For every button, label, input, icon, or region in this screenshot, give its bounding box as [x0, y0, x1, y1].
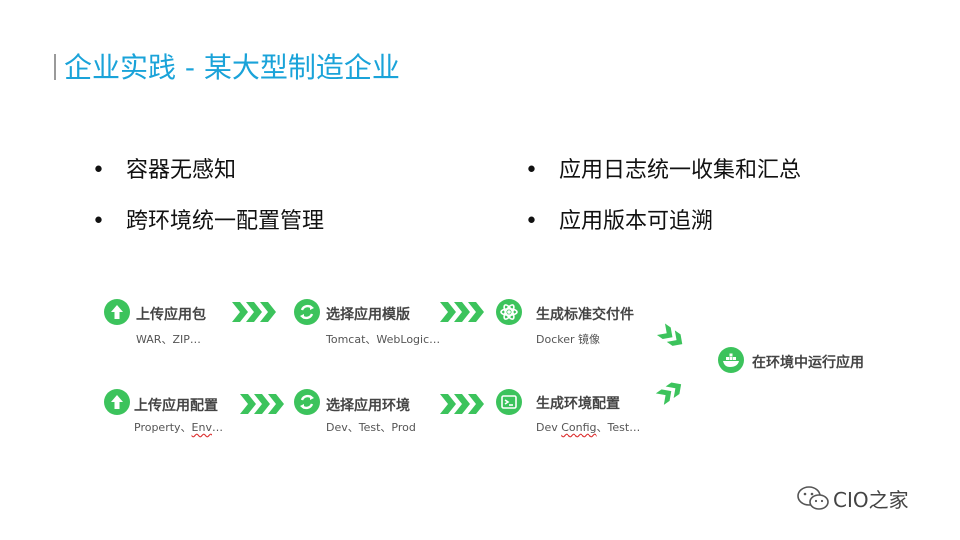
bullet-dot: •	[525, 158, 538, 183]
bullet-item: • 容器无感知	[92, 152, 236, 184]
refresh-icon	[294, 389, 320, 415]
chevron-arrows-icon	[440, 394, 484, 414]
bullet-text: 应用版本可追溯	[559, 209, 714, 234]
step-select-env-title: 选择应用环境	[326, 398, 410, 414]
bullet-text: 应用日志统一收集和汇总	[559, 158, 802, 183]
upload-arrow-icon	[104, 299, 130, 325]
step-upload-package-sub: WAR、ZIP…	[136, 333, 201, 346]
step-select-env-sub: Dev、Test、Prod	[326, 421, 416, 434]
slide-title: 企业实践 - 某大型制造企业	[64, 51, 400, 84]
step-run-in-env-title: 在环境中运行应用	[752, 355, 864, 371]
step-generate-artifact-title: 生成标准交付件	[536, 307, 634, 323]
chevron-arrows-icon	[440, 302, 484, 322]
bullet-dot: •	[92, 209, 105, 234]
chevron-arrows-icon	[240, 394, 284, 414]
bullet-item: • 应用版本可追溯	[525, 203, 713, 235]
wechat-icon	[797, 486, 829, 510]
bullet-text: 跨环境统一配置管理	[126, 209, 325, 234]
chevron-arrows-icon	[232, 302, 276, 322]
refresh-icon	[294, 299, 320, 325]
terminal-icon	[496, 389, 522, 415]
brand-watermark: CIO之家	[833, 488, 909, 512]
bullet-dot: •	[92, 158, 105, 183]
step-upload-package-title: 上传应用包	[136, 307, 206, 323]
step-generate-env-config-sub: Dev Config、Test…	[536, 421, 641, 434]
step-upload-config-title: 上传应用配置	[134, 398, 218, 414]
bullet-item: • 跨环境统一配置管理	[92, 203, 324, 235]
bullet-text: 容器无感知	[126, 158, 237, 183]
chevron-arrows-up-icon	[655, 382, 682, 405]
bullet-dot: •	[525, 209, 538, 234]
chevron-arrows-down-icon	[656, 323, 683, 346]
docker-whale-icon	[718, 347, 744, 373]
step-generate-env-config-title: 生成环境配置	[536, 396, 620, 412]
step-select-template-title: 选择应用模版	[326, 307, 410, 323]
upload-arrow-icon	[104, 389, 130, 415]
step-upload-config-sub: Property、Env…	[134, 421, 223, 434]
step-select-template-sub: Tomcat、WebLogic…	[326, 333, 441, 346]
atom-icon	[496, 299, 522, 325]
bullet-item: • 应用日志统一收集和汇总	[525, 152, 801, 184]
title-accent-bar	[54, 54, 56, 80]
step-generate-artifact-sub: Docker 镜像	[536, 333, 601, 346]
